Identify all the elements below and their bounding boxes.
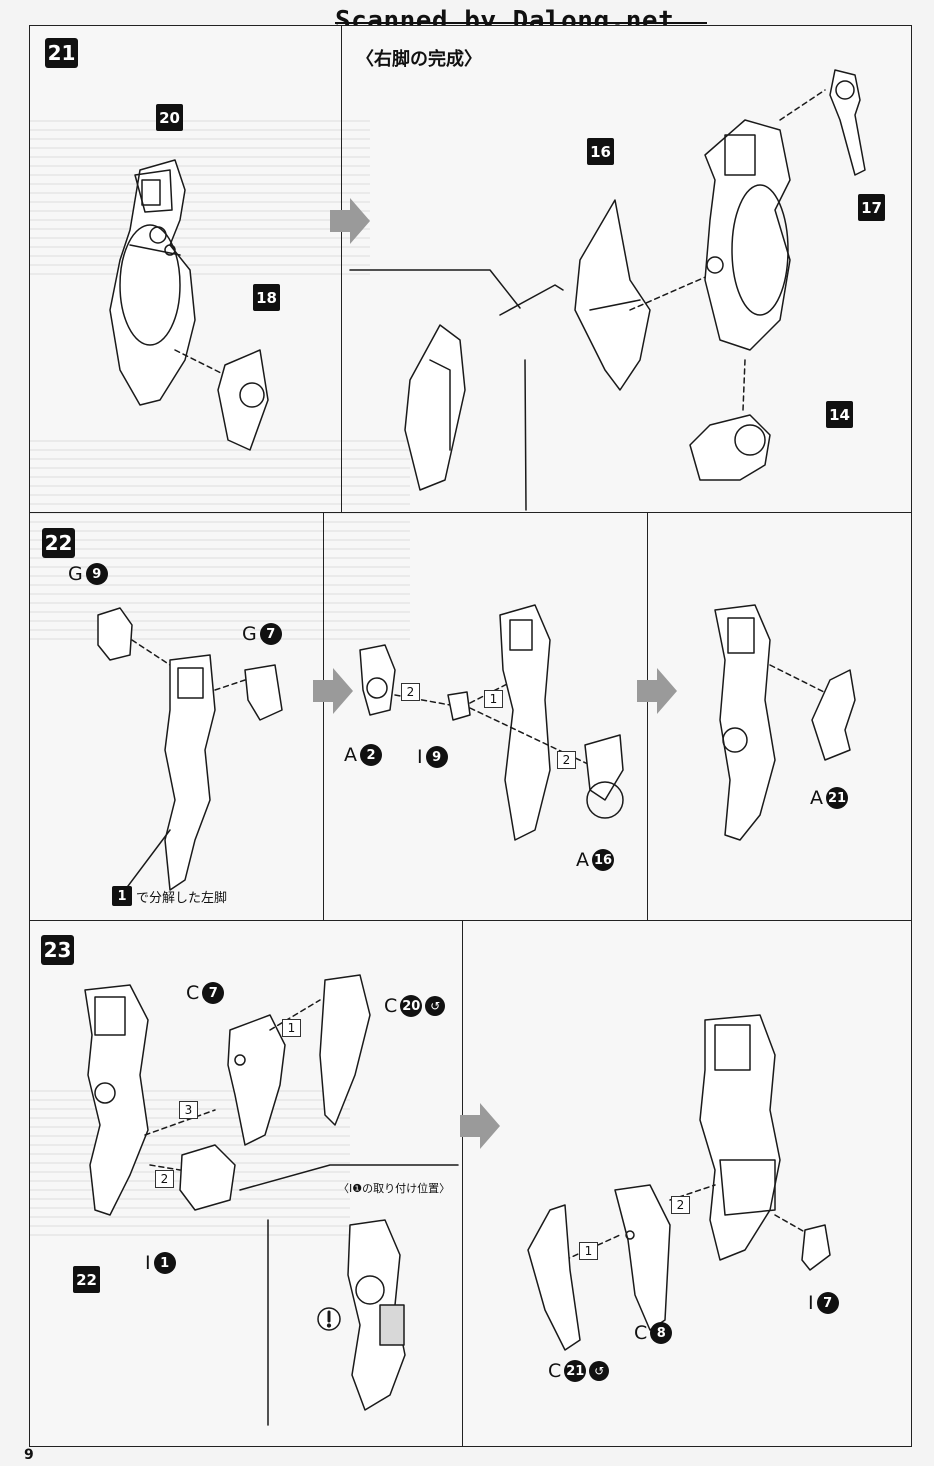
part-number-17: 17 bbox=[858, 194, 885, 221]
assembly-order-box: 2 bbox=[401, 683, 420, 701]
runner-letter: C bbox=[634, 1322, 648, 1344]
panel-divider bbox=[462, 920, 463, 1447]
part-label-g9: G 9 bbox=[68, 563, 108, 585]
knee-parts-drawing bbox=[359, 604, 624, 841]
part-label-a21: A 21 bbox=[810, 787, 848, 809]
part-label-i1: I 1 bbox=[145, 1252, 176, 1274]
part-circle-number: 7 bbox=[202, 982, 225, 1004]
bleed-through-text bbox=[30, 440, 410, 640]
runner-letter: C bbox=[548, 1360, 562, 1382]
part-circle-number: 21 bbox=[826, 787, 848, 809]
section-divider bbox=[29, 512, 912, 513]
part-circle-number: 16 bbox=[592, 849, 614, 871]
step-number-23: 23 bbox=[41, 935, 74, 965]
part-label-c7: C 7 bbox=[186, 982, 225, 1004]
step-number-22: 22 bbox=[42, 528, 75, 558]
part-circle-number: 20 bbox=[400, 995, 423, 1017]
page-number: 9 bbox=[24, 1447, 34, 1463]
left-leg-note: 1 で分解した左脚 bbox=[112, 886, 227, 906]
runner-letter: A bbox=[810, 787, 823, 809]
part-circle-number: 9 bbox=[425, 746, 448, 768]
next-step-arrow-icon bbox=[313, 668, 353, 714]
panel-divider bbox=[323, 512, 324, 920]
runner-letter: I bbox=[145, 1252, 151, 1274]
leg-frame-step23-drawing bbox=[84, 974, 371, 1216]
part-circle-number: 1 bbox=[153, 1252, 176, 1274]
part-circle-number: 21 bbox=[564, 1360, 587, 1382]
assembly-order-box: 3 bbox=[179, 1101, 198, 1119]
part-number-16: 16 bbox=[587, 138, 614, 165]
next-step-arrow-icon bbox=[460, 1103, 500, 1149]
next-step-arrow-icon bbox=[330, 198, 370, 244]
part-label-c21: C 21 ↺ bbox=[548, 1360, 610, 1382]
assembly-order-box: 2 bbox=[671, 1196, 690, 1214]
runner-letter: I bbox=[417, 746, 423, 768]
part-label-i7: I 7 bbox=[808, 1292, 839, 1314]
glue-mark-icon: ↺ bbox=[589, 1361, 610, 1381]
panel-divider bbox=[341, 25, 342, 512]
runner-letter: G bbox=[242, 623, 257, 645]
part-circle-number: 8 bbox=[650, 1322, 673, 1344]
inset-callout-lines bbox=[239, 1164, 459, 1426]
runner-letter: C bbox=[186, 982, 200, 1004]
runner-letter: C bbox=[384, 995, 398, 1017]
assembly-order-box: 2 bbox=[557, 751, 576, 769]
runner-letter: I bbox=[808, 1292, 814, 1314]
assembly-order-box: 1 bbox=[484, 690, 503, 708]
assembly-order-box: 1 bbox=[282, 1019, 301, 1037]
part-circle-number: 7 bbox=[816, 1292, 839, 1314]
part-number-20: 20 bbox=[156, 104, 183, 131]
next-step-arrow-icon bbox=[637, 668, 677, 714]
section-divider bbox=[29, 920, 912, 921]
completed-lower-leg-drawing bbox=[527, 1014, 831, 1351]
panel-divider bbox=[647, 512, 648, 920]
part-label-a16: A 16 bbox=[576, 849, 614, 871]
part-label-g7: G 7 bbox=[242, 623, 282, 645]
step-number-21: 21 bbox=[45, 38, 78, 68]
assembly-order-box: 1 bbox=[579, 1242, 598, 1260]
part-label-i9: I 9 bbox=[417, 746, 448, 768]
scan-credit-strike bbox=[335, 22, 707, 24]
step-reference-badge: 1 bbox=[112, 886, 132, 906]
part-label-a2: A 2 bbox=[344, 744, 382, 766]
part-number-18: 18 bbox=[253, 284, 280, 311]
runner-letter: A bbox=[344, 744, 357, 766]
part-circle-number: 9 bbox=[85, 563, 108, 585]
runner-letter: G bbox=[68, 563, 83, 585]
inset-caption: 〈I❶の取り付け位置〉 bbox=[338, 1182, 451, 1195]
right-leg-assembly-drawing bbox=[109, 159, 269, 451]
runner-letter: A bbox=[576, 849, 589, 871]
part-circle-number: 2 bbox=[360, 744, 382, 766]
part-number-14: 14 bbox=[826, 401, 853, 428]
left-leg-note-text: で分解した左脚 bbox=[136, 890, 228, 906]
part-label-c20: C 20 ↺ bbox=[384, 995, 446, 1017]
exclamation-icon bbox=[317, 1307, 341, 1331]
part-label-c8: C 8 bbox=[634, 1322, 673, 1344]
step-21-heading: 〈右脚の完成〉 bbox=[356, 49, 482, 70]
part-number-22: 22 bbox=[73, 1266, 100, 1293]
glue-mark-icon: ↺ bbox=[425, 996, 446, 1016]
part-circle-number: 7 bbox=[259, 623, 282, 645]
left-leg-frame-drawing bbox=[97, 607, 283, 891]
shin-armor-drawing bbox=[714, 604, 856, 841]
bleed-through-text bbox=[30, 120, 370, 280]
assembly-order-box: 2 bbox=[155, 1170, 174, 1188]
right-leg-completed-drawing bbox=[349, 69, 866, 511]
